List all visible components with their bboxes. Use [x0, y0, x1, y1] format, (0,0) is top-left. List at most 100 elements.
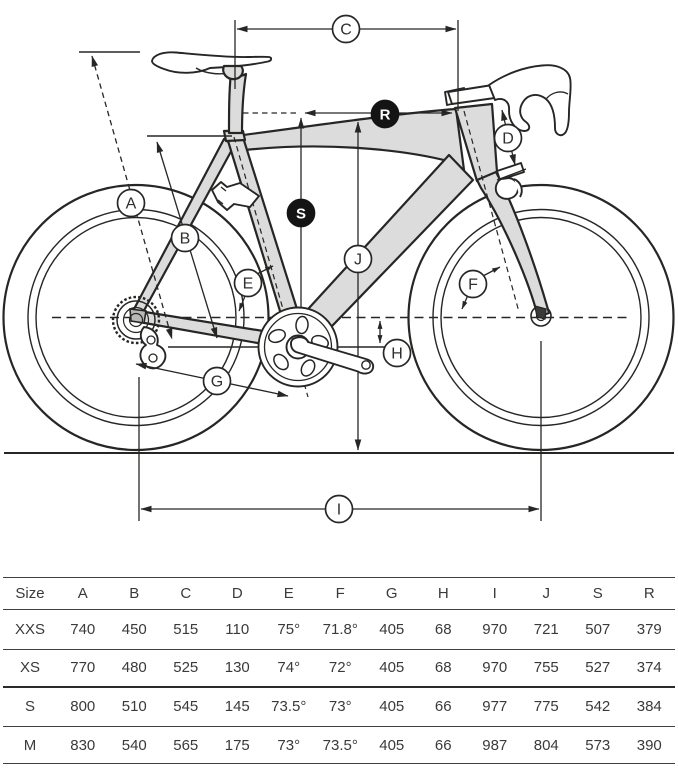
cell: 374 [636, 659, 662, 677]
cell: 804 [533, 736, 559, 754]
col-header-f: F [335, 585, 345, 602]
svg-text:R: R [380, 107, 391, 124]
cell: 450 [121, 621, 147, 638]
cell: 755 [533, 659, 559, 677]
cell: 379 [636, 621, 662, 638]
cell: 987 [482, 736, 508, 754]
front-derailleur [211, 181, 260, 211]
bike-geometry-diagram: A B C D E F G H [2, 14, 675, 524]
cell: 384 [636, 698, 662, 716]
svg-text:G: G [211, 374, 223, 391]
cell: 525 [173, 659, 199, 677]
dim-f [482, 266, 501, 277]
geometry-table: Size A B C D E F G H I J S R XXS 740 450… [3, 577, 675, 764]
cell: 970 [482, 621, 508, 638]
svg-text:S: S [296, 206, 306, 223]
cell: 66 [434, 698, 452, 716]
cell: 970 [482, 659, 508, 677]
svg-text:B: B [180, 231, 191, 248]
cell: 542 [585, 698, 611, 716]
size-label: XXS [14, 621, 45, 638]
cell: 480 [121, 659, 147, 677]
table-row-xs: XS 770 480 525 130 74° 72° 405 68 970 75… [3, 650, 675, 687]
svg-text:D: D [502, 131, 514, 148]
cell: 73.5° [322, 736, 358, 754]
callouts: A B C D E F G H [116, 14, 523, 524]
callout-i: I [324, 494, 354, 524]
size-label: XS [19, 659, 40, 677]
callout-d: D [493, 123, 523, 153]
cell: 73.5° [271, 698, 307, 716]
size-label: S [24, 698, 35, 716]
table-header-row: Size A B C D E F G H I J S R [3, 578, 675, 610]
cell: 977 [482, 698, 508, 716]
svg-text:E: E [243, 276, 254, 293]
callout-f: F [458, 269, 488, 299]
cell: 145 [224, 698, 250, 716]
cell: 800 [70, 698, 96, 716]
cell: 565 [173, 736, 199, 754]
callout-r: R [370, 99, 400, 129]
table-row-xxs: XXS 740 450 515 110 75° 71.8° 405 68 970… [3, 610, 675, 650]
svg-text:F: F [468, 277, 478, 294]
cell: 71.8° [322, 621, 358, 638]
table-row-m: M 830 540 565 175 73° 73.5° 405 66 987 8… [3, 727, 675, 764]
svg-text:I: I [337, 502, 341, 519]
svg-text:H: H [391, 346, 403, 363]
svg-text:C: C [340, 22, 352, 39]
callout-h: H [382, 338, 412, 368]
callout-g: G [202, 366, 232, 396]
cell: 540 [121, 736, 147, 754]
cell: 390 [636, 736, 662, 754]
callout-c: C [331, 14, 361, 44]
cell: 740 [70, 621, 96, 638]
saddle [151, 51, 273, 81]
cell: 405 [379, 698, 405, 716]
cell: 75° [277, 621, 301, 638]
cell: 68 [434, 659, 452, 677]
svg-text:A: A [126, 196, 137, 213]
cell: 68 [434, 621, 452, 638]
cell: 66 [434, 736, 452, 754]
cell: 510 [121, 698, 147, 716]
crankset [257, 306, 375, 388]
seatpost [227, 70, 248, 135]
callout-e: E [233, 268, 263, 298]
col-header-c: C [180, 585, 192, 602]
callout-a: A [116, 188, 146, 218]
cell: 775 [533, 698, 559, 716]
rear-derailleur [139, 326, 167, 370]
pedal-hole [361, 360, 371, 370]
col-header-j: J [542, 585, 551, 602]
table-row-s: S 800 510 545 145 73.5° 73° 405 66 977 7… [3, 687, 675, 727]
col-header-s: S [592, 585, 603, 602]
callout-s: S [286, 198, 316, 228]
dim-e [256, 265, 274, 275]
col-header-e: E [283, 585, 294, 602]
col-header-r: R [643, 585, 655, 602]
front-brake [494, 162, 525, 200]
cell: 545 [173, 698, 199, 716]
col-header-a: A [77, 585, 88, 602]
headtube-bottom-ref [496, 168, 527, 181]
svg-text:J: J [354, 252, 362, 269]
cell: 130 [224, 659, 250, 677]
col-header-b: B [129, 585, 140, 602]
head-tube-axis [463, 110, 520, 313]
cell: 507 [585, 621, 611, 638]
crank-arm [290, 336, 375, 375]
cell: 405 [379, 659, 405, 677]
col-header-i: I [492, 585, 497, 602]
col-header-d: D [231, 585, 243, 602]
cell: 770 [70, 659, 96, 677]
cell: 74° [277, 659, 301, 677]
col-header-g: G [385, 585, 398, 602]
cell: 527 [585, 659, 611, 677]
col-header-size: Size [15, 585, 45, 602]
cell: 830 [70, 736, 96, 754]
callout-j: J [343, 244, 373, 274]
cell: 515 [173, 621, 199, 638]
cell: 175 [224, 736, 250, 754]
cell: 72° [328, 659, 352, 677]
handlebar [488, 64, 572, 137]
